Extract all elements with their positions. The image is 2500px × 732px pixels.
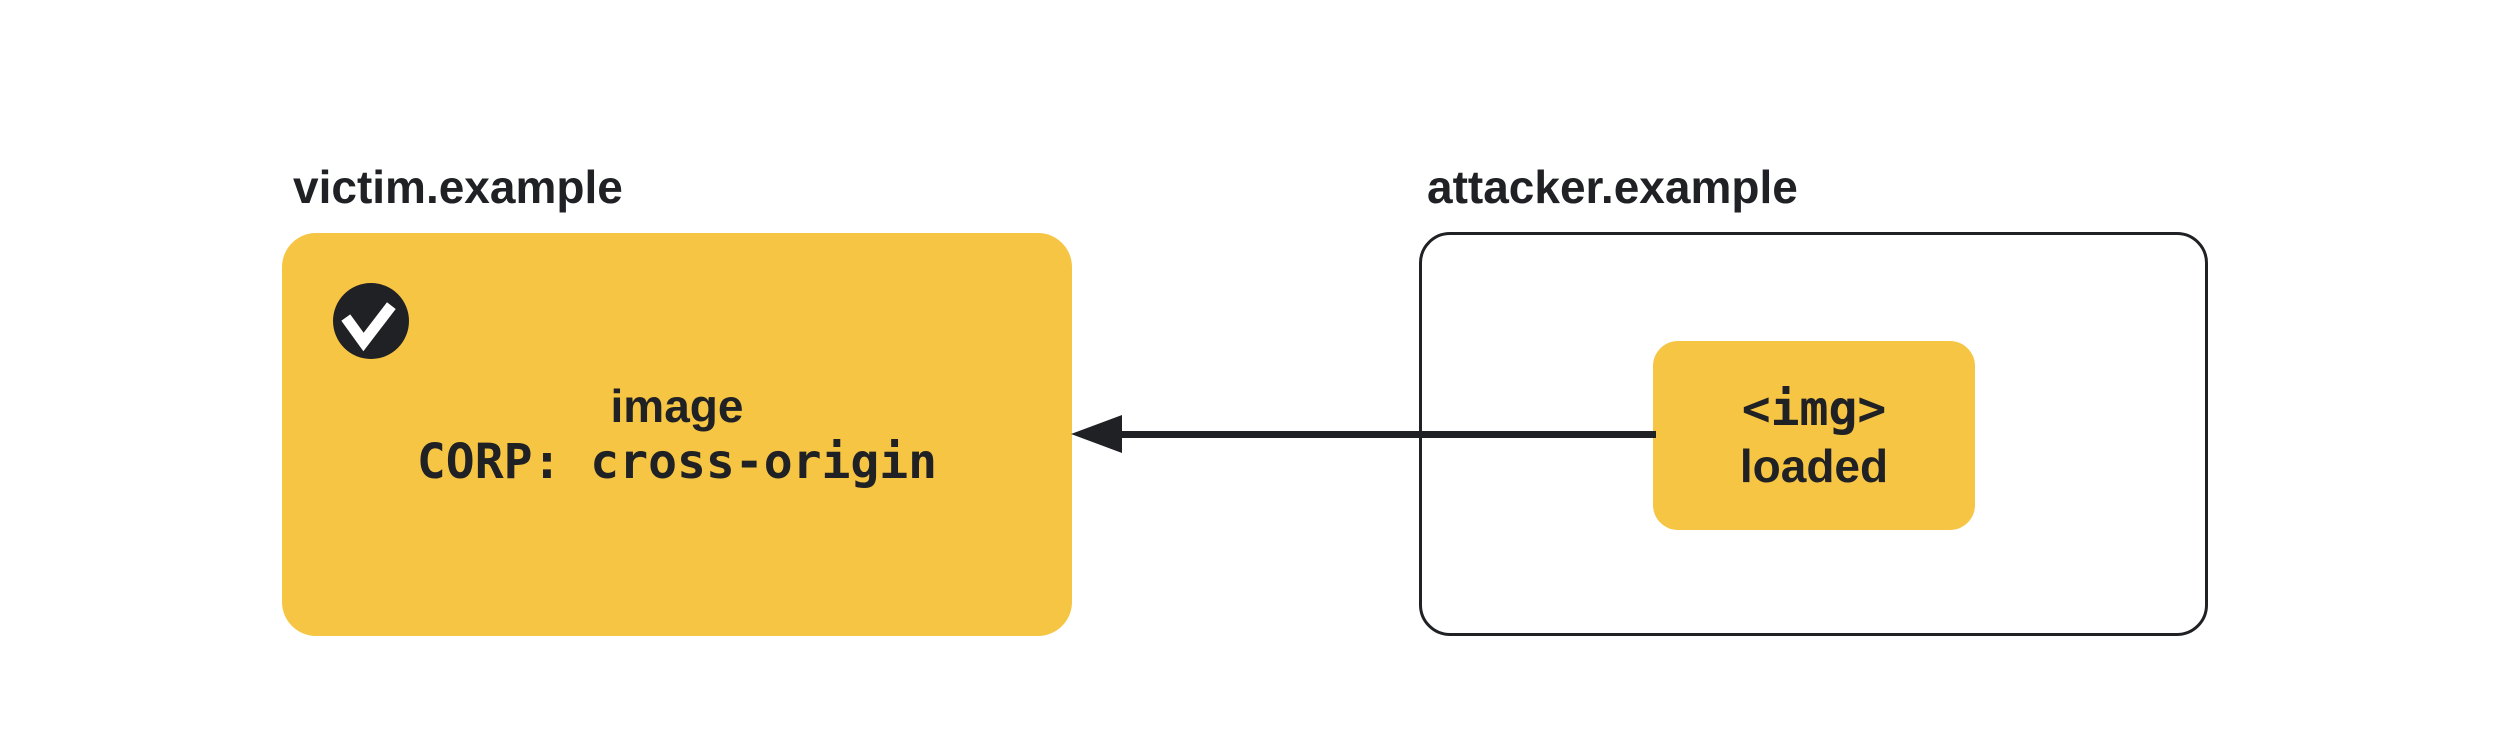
attacker-domain-title: attacker.example (1427, 161, 1798, 213)
request-arrow-head-icon (1071, 415, 1122, 453)
img-loaded-label: loaded (1739, 440, 1889, 492)
victim-domain-title: victim.example (293, 161, 623, 213)
img-loaded-box: <img> loaded (1653, 341, 1975, 530)
victim-corp-header-label: CORP: cross-origin (416, 434, 938, 490)
request-arrow-shaft (1118, 431, 1656, 438)
victim-resource-box: image CORP: cross-origin (282, 233, 1072, 636)
victim-resource-label: image (610, 380, 744, 432)
check-circle-icon (333, 283, 409, 359)
img-tag-label: <img> (1741, 381, 1887, 437)
